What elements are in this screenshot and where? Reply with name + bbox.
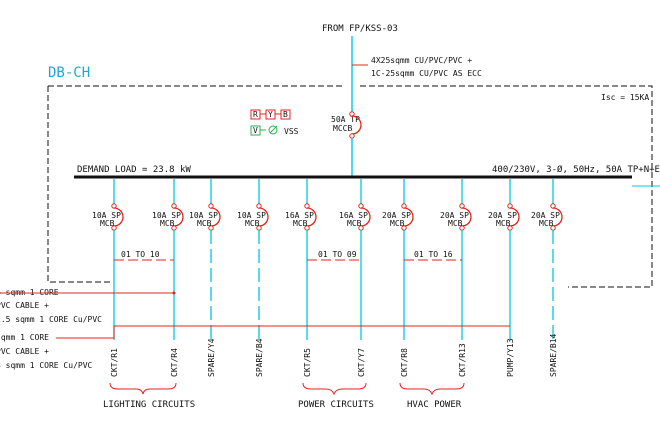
lamp-r-label: R — [253, 110, 258, 119]
breaker-rating: 20A SP — [440, 211, 469, 220]
breaker-arc — [306, 207, 317, 227]
lamp-b-label: B — [283, 110, 288, 119]
breaker-rating: 10A SP — [92, 211, 121, 220]
incoming-cable-spec-2: 1C-25sqmm CU/PVC AS ECC — [371, 69, 482, 78]
cable-note-a-2: PVC CABLE + — [0, 301, 49, 310]
cable-note-b-2: PVC CABLE + — [0, 347, 49, 356]
breaker-type: MCB — [100, 219, 115, 228]
group-brace — [109, 382, 177, 395]
range-label: 01 TO 09 — [318, 250, 357, 259]
breaker-rating: 16A SP — [285, 211, 314, 220]
indicator-lamps: R Y B V VSS — [250, 109, 299, 136]
main-breaker-rating: 50A TP — [331, 115, 360, 124]
main-breaker-contact-bottom — [349, 133, 355, 139]
circuit-id: CKT/R4 — [170, 348, 179, 377]
breaker-rating: 10A SP — [189, 211, 218, 220]
breaker-arc — [552, 207, 563, 227]
cable-note-b-leader — [56, 325, 510, 339]
circuit-id: CKT/R1 — [110, 348, 119, 377]
cable-note-b-3: 4 sqmm 1 CORE Cu/PVC — [0, 361, 93, 370]
breaker-type: MCB — [197, 219, 212, 228]
board-title: DB-CH — [48, 65, 90, 81]
breaker-type: MCB — [347, 219, 362, 228]
selector-switch-label: VSS — [284, 127, 299, 136]
cable-note-b-1: sqmm 1 CORE — [0, 333, 49, 342]
incoming-cable-spec-1: 4X25sqmm CU/PVC/PVC + — [371, 56, 472, 65]
selector-switch-icon — [268, 125, 278, 135]
group-brace — [399, 382, 465, 396]
group-label-hvac: HVAC POWER — [407, 400, 462, 410]
breaker-type: MCB — [390, 219, 405, 228]
circuit-id: CKT/Y7 — [357, 348, 366, 377]
breaker-rating: 20A SP — [531, 211, 560, 220]
breaker-arc — [360, 207, 371, 227]
breaker-rating: 10A SP — [237, 211, 266, 220]
breaker-type: MCB — [160, 219, 175, 228]
breaker-arc — [509, 207, 520, 227]
breaker-type: MCB — [448, 219, 463, 228]
group-label-lighting: LIGHTING CIRCUITS — [103, 400, 195, 410]
breaker-arc — [403, 207, 414, 227]
range-label: 01 TO 10 — [121, 250, 160, 259]
demand-load: DEMAND LOAD = 23.8 kW — [77, 165, 191, 175]
breaker-arc — [461, 207, 472, 227]
circuit-id: SPARE/B14 — [549, 333, 558, 377]
breaker-arc — [113, 207, 124, 227]
breaker-rating: 20A SP — [382, 211, 411, 220]
main-breaker-arc — [351, 115, 362, 135]
source-label: FROM FP/KSS-03 — [322, 24, 398, 34]
circuit-id: SPARE/B4 — [255, 338, 264, 377]
circuit-id: CKT/R13 — [458, 343, 467, 377]
breaker-rating: 20A SP — [488, 211, 517, 220]
range-label: 01 TO 16 — [414, 250, 453, 259]
group-brace — [302, 382, 367, 396]
breaker-rating: 16A SP — [339, 211, 368, 220]
breaker-arc — [210, 207, 221, 227]
circuit-id: CKT/R8 — [400, 348, 409, 377]
main-breaker-type: MCCB — [333, 124, 352, 133]
supply-rating: 400/230V, 3-Ø, 50Hz, 50A TP+N+E — [492, 164, 660, 175]
breaker-type: MCB — [293, 219, 308, 228]
breaker-arc — [258, 207, 269, 227]
circuit-id: CKT/R5 — [303, 348, 312, 377]
cable-note-a-3: 2.5 sqmm 1 CORE Cu/PVC — [0, 315, 102, 324]
breaker-arc — [173, 207, 184, 227]
breaker-type: MCB — [245, 219, 260, 228]
voltmeter-label: V — [253, 126, 258, 135]
lamp-b-frame — [280, 109, 291, 120]
breaker-type: MCB — [496, 219, 511, 228]
breaker-type: MCB — [539, 219, 554, 228]
circuit-id: SPARE/Y4 — [207, 338, 216, 377]
lamp-y-label: Y — [268, 110, 273, 119]
isc-rating: Isc = 15KA — [601, 93, 649, 102]
breaker-rating: 10A SP — [152, 211, 181, 220]
circuit-id: PUMP/Y13 — [506, 338, 515, 377]
group-label-power: POWER CIRCUITS — [298, 400, 374, 410]
